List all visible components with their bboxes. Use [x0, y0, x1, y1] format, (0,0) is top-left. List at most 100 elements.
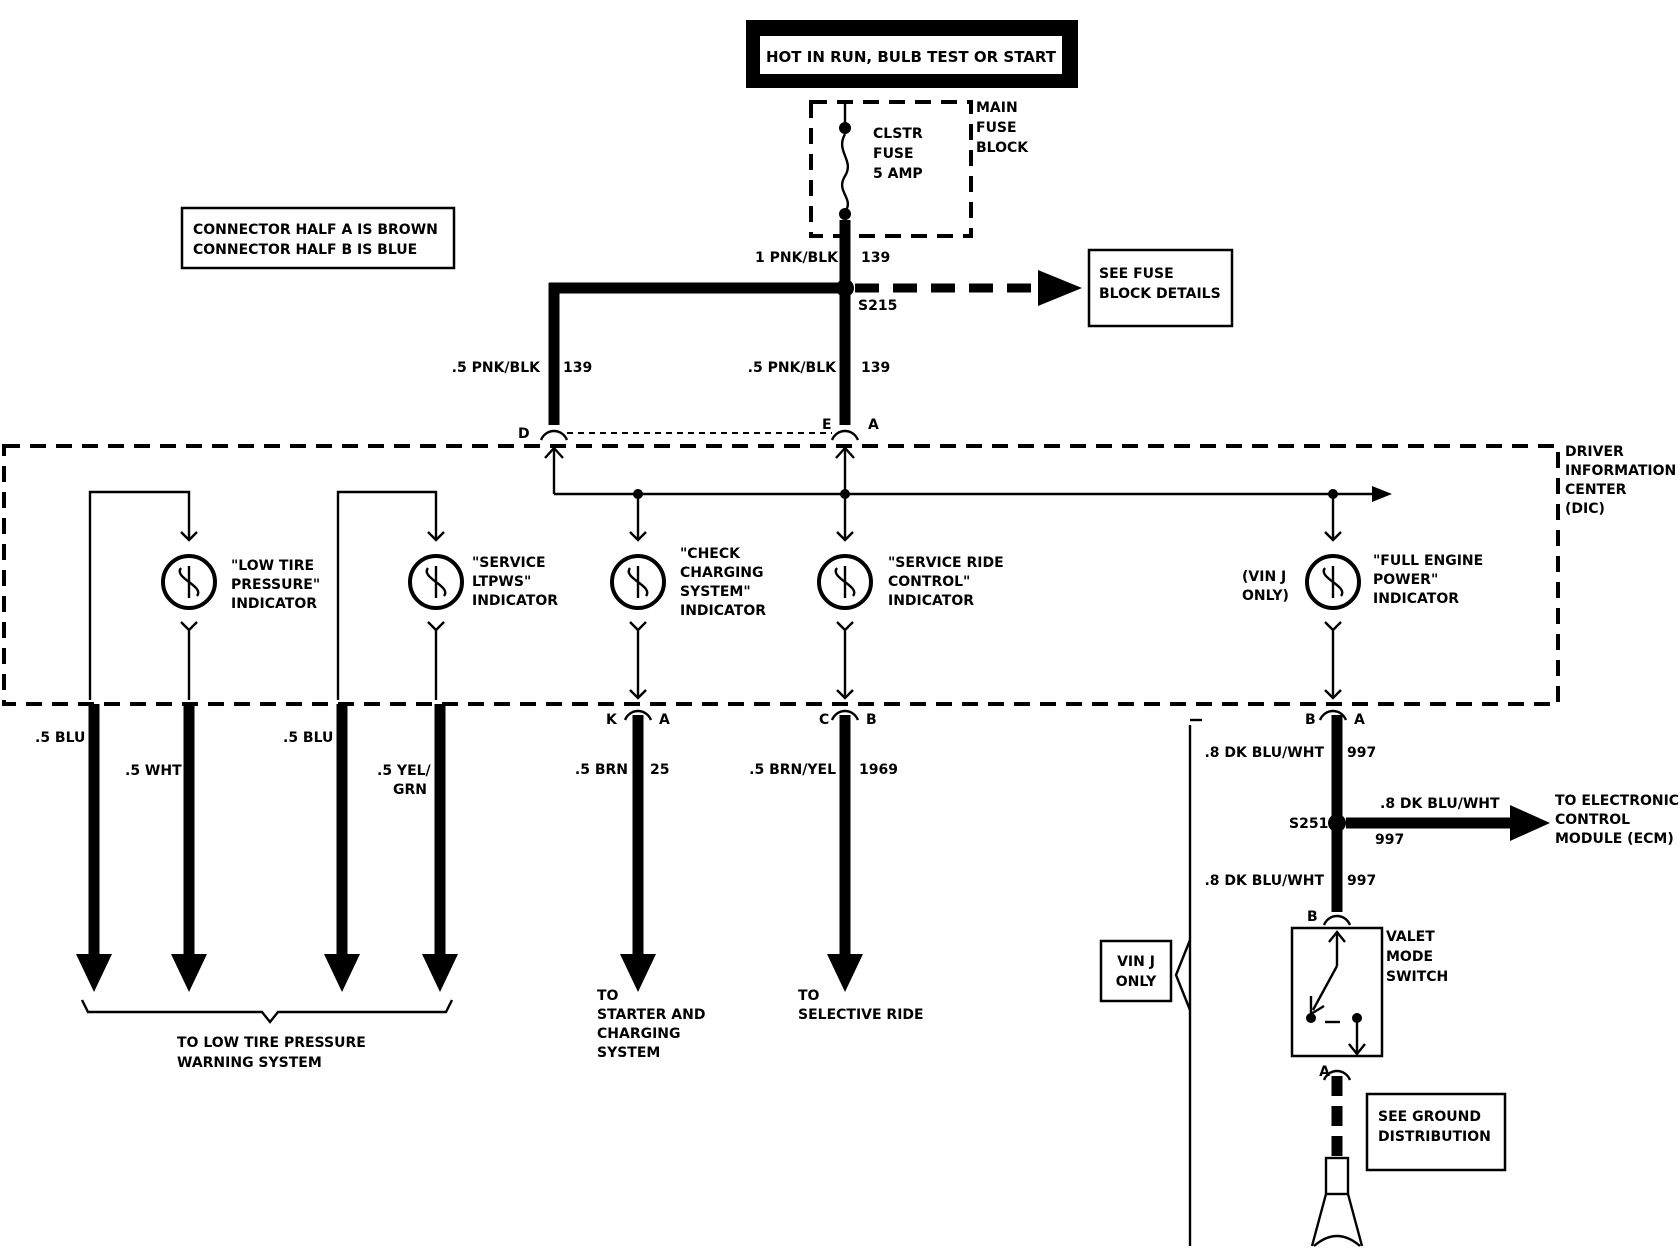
dest-starter-line-3: CHARGING: [597, 1026, 681, 1042]
indicator-check-charging-line-3: SYSTEM": [680, 584, 751, 600]
dest-starter-line-4: SYSTEM: [597, 1045, 660, 1061]
connector-note-line-1: CONNECTOR HALF A IS BROWN: [193, 222, 438, 238]
splice-s215-label: S215: [858, 298, 897, 314]
indicator-check-charging-line-4: INDICATOR: [680, 603, 766, 619]
wire-brn-gauge: .5 BRN: [575, 762, 628, 778]
wire-dkblu-2-gauge: .8 DK BLU/WHT: [1204, 873, 1324, 889]
connector-c-b: [830, 709, 860, 721]
indicator-service-ride: "SERVICE RIDE CONTROL" INDICATOR: [817, 531, 1004, 700]
indicator-service-ride-line-3: INDICATOR: [888, 593, 974, 609]
fuse-block-label-line-3: BLOCK: [976, 140, 1029, 156]
indicator-service-ride-line-1: "SERVICE RIDE: [888, 555, 1004, 571]
valet-label-line-3: SWITCH: [1386, 969, 1448, 985]
pin-k: K: [606, 712, 618, 728]
fuse-details-box: SEE FUSE BLOCK DETAILS: [1087, 248, 1234, 328]
wire-brn-yel-gauge: .5 BRN/YEL: [749, 762, 836, 778]
pin-a-top: A: [868, 417, 879, 433]
dest-selective-line-2: SELECTIVE RIDE: [798, 1007, 924, 1023]
valet-mode-switch: VALET MODE SWITCH: [1290, 926, 1448, 1058]
indicator-check-charging-line-2: CHARGING: [680, 565, 764, 581]
pin-b-dic: B: [1305, 712, 1316, 728]
connector-a-valet: [1322, 1069, 1352, 1081]
wire-yel-grn-line-1: .5 YEL/: [377, 763, 432, 779]
fuse-details-line-2: BLOCK DETAILS: [1099, 286, 1221, 302]
splice-s251-label: S251: [1289, 816, 1328, 832]
vin-j-box-line-2: ONLY: [1116, 974, 1157, 990]
wire-yel-grn-line-2: GRN: [393, 782, 427, 798]
vin-j-box-line-1: VIN J: [1117, 954, 1155, 970]
arrow-to-fuse-details: [1038, 270, 1082, 306]
wire-139-left-gauge: .5 PNK/BLK: [452, 360, 541, 376]
fuse-label-line-1: CLSTR: [873, 126, 923, 142]
fuse-block-label-line-2: FUSE: [976, 120, 1017, 136]
indicator-full-engine: "FULL ENGINE POWER" INDICATOR (VIN J ONL…: [1242, 531, 1483, 700]
fuse-details-line-1: SEE FUSE: [1099, 266, 1174, 282]
indicator-service-ltpws: "SERVICE LTPWS" INDICATOR: [408, 531, 558, 700]
dest-selective-line-1: TO: [798, 988, 820, 1004]
dest-ecm-line-2: CONTROL: [1555, 812, 1630, 828]
dic-enclosure: [2, 444, 1560, 706]
indicator-low-tire-line-3: INDICATOR: [231, 596, 317, 612]
ground-box: SEE GROUND DISTRIBUTION: [1365, 1092, 1507, 1172]
wire-dkblu-1-circuit: 997: [1347, 745, 1376, 761]
brace-low-tire: [80, 999, 454, 1024]
indicator-service-ltpws-line-3: INDICATOR: [472, 593, 558, 609]
wire-139-left-circuit: 139: [563, 360, 592, 376]
wire-139-main-circuit: 139: [861, 250, 890, 266]
vin-j-only-small-line-2: ONLY): [1242, 588, 1289, 604]
dic-label: DRIVER INFORMATION CENTER (DIC): [1565, 444, 1676, 517]
connector-d: [539, 429, 569, 441]
connector-note: CONNECTOR HALF A IS BROWN CONNECTOR HALF…: [180, 206, 456, 270]
pin-b-valet: B: [1307, 909, 1318, 925]
wire-dkblu-ecm-circuit: 997: [1375, 832, 1404, 848]
connector-b-a-dic: [1318, 709, 1348, 721]
wire-dkblu-ecm-gauge: .8 DK BLU/WHT: [1380, 796, 1500, 812]
wire-brn-circuit: 25: [650, 762, 669, 778]
valet-label-line-2: MODE: [1386, 949, 1433, 965]
vin-j-only-small-line-1: (VIN J: [1242, 569, 1286, 585]
wire-139-mid-gauge: .5 PNK/BLK: [748, 360, 837, 376]
indicator-service-ltpws-line-1: "SERVICE: [472, 555, 546, 571]
pin-d: D: [518, 426, 530, 442]
dest-starter-line-1: TO: [597, 988, 619, 1004]
dest-ecm-line-1: TO ELECTRONIC: [1555, 793, 1679, 809]
indicator-low-tire-line-2: PRESSURE": [231, 577, 320, 593]
wire-blu-1-label: .5 BLU: [35, 730, 85, 746]
wire-139-main-gauge: 1 PNK/BLK: [755, 250, 839, 266]
connector-k-a: [623, 709, 653, 721]
wire-dkblu-1-gauge: .8 DK BLU/WHT: [1204, 745, 1324, 761]
wire-brn-yel-circuit: 1969: [859, 762, 898, 778]
indicator-check-charging-line-1: "CHECK: [680, 546, 741, 562]
connector-b-valet: [1322, 914, 1352, 926]
wire-blu-2-label: .5 BLU: [283, 730, 333, 746]
fuse-block-label-line-1: MAIN: [976, 100, 1018, 116]
ground-line-2: DISTRIBUTION: [1378, 1129, 1491, 1145]
main-fuse-block: CLSTR FUSE 5 AMP MAIN FUSE BLOCK: [809, 100, 1029, 238]
wire-wht-label: .5 WHT: [125, 763, 182, 779]
dic-label-line-3: CENTER: [1565, 482, 1627, 498]
ground-symbol-icon: [1310, 1156, 1364, 1247]
pin-a-valet: A: [1319, 1064, 1330, 1080]
connector-note-line-2: CONNECTOR HALF B IS BLUE: [193, 242, 417, 258]
indicator-full-engine-line-1: "FULL ENGINE: [1373, 553, 1483, 569]
dic-label-line-4: (DIC): [1565, 501, 1605, 517]
fuse-label-line-3: 5 AMP: [873, 166, 923, 182]
pin-a-k: A: [659, 712, 670, 728]
dic-label-line-2: INFORMATION: [1565, 463, 1676, 479]
indicator-full-engine-line-3: INDICATOR: [1373, 591, 1459, 607]
indicator-service-ltpws-line-2: LTPWS": [472, 574, 531, 590]
dest-low-tire-line-1: TO LOW TIRE PRESSURE: [177, 1035, 366, 1051]
power-label: HOT IN RUN, BULB TEST OR START: [766, 48, 1057, 66]
indicator-service-ride-line-2: CONTROL": [888, 574, 970, 590]
dest-low-tire-line-2: WARNING SYSTEM: [177, 1055, 322, 1071]
indicator-low-tire: "LOW TIRE PRESSURE" INDICATOR: [161, 531, 320, 700]
splice-s251-dot: [1328, 814, 1346, 832]
wire-dkblu-2-circuit: 997: [1347, 873, 1376, 889]
pin-c: C: [819, 712, 829, 728]
fuse-label-line-2: FUSE: [873, 146, 914, 162]
connector-e-a: [830, 429, 860, 441]
indicator-low-tire-line-1: "LOW TIRE: [231, 558, 314, 574]
power-source: HOT IN RUN, BULB TEST OR START: [746, 20, 1078, 88]
indicator-check-charging: "CHECK CHARGING SYSTEM" INDICATOR: [610, 531, 766, 700]
dest-starter-line-2: STARTER AND: [597, 1007, 705, 1023]
